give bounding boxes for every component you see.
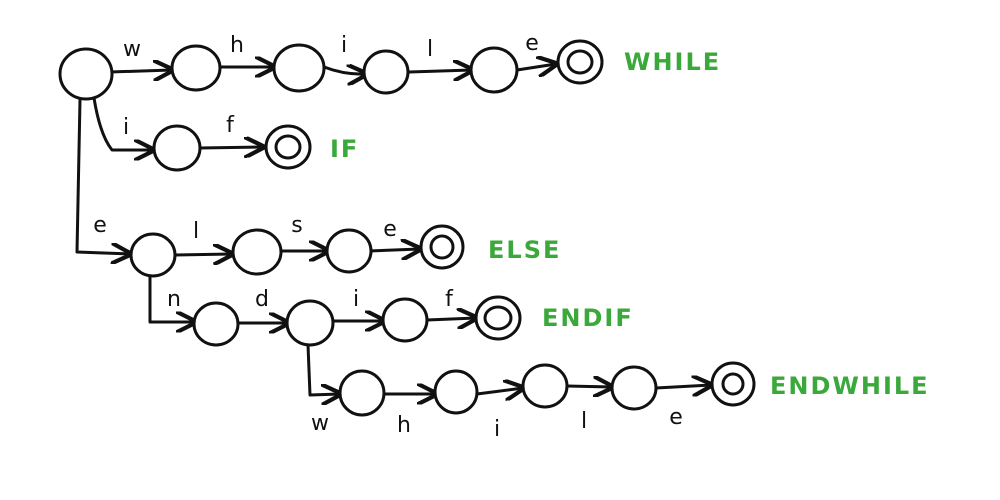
- node-w: [170, 44, 222, 92]
- label-while-e: e: [525, 31, 539, 56]
- token-endif: ENDIF: [542, 304, 634, 332]
- label-while-i: i: [341, 33, 347, 58]
- label-while-w: w: [123, 37, 141, 62]
- label-else-s: s: [291, 213, 302, 238]
- node-whi: [362, 49, 410, 95]
- label-endif-i: i: [353, 287, 359, 312]
- accept-node-endif-inner: [483, 305, 513, 331]
- node-root: [58, 47, 114, 101]
- node-whil: [469, 46, 519, 94]
- label-endif-d: d: [255, 287, 269, 312]
- token-if: IF: [330, 135, 359, 163]
- node-endwhi: [521, 363, 569, 409]
- node-endwh: [433, 369, 479, 415]
- edge-h-i2: [475, 388, 523, 394]
- accept-node-else-inner: [429, 234, 455, 260]
- node-en: [192, 301, 240, 347]
- edge-h-i: [322, 67, 366, 74]
- label-endif-f: f: [445, 287, 454, 312]
- label-else-e2: e: [383, 217, 397, 242]
- edge-root-e: [75, 98, 130, 254]
- token-else: ELSE: [488, 236, 561, 264]
- node-endi: [381, 297, 429, 343]
- label-endwhile-i: i: [494, 417, 500, 442]
- token-endwhile: ENDWHILE: [770, 372, 930, 400]
- edge-i-f2: [425, 318, 476, 320]
- edge-e-n: [148, 274, 195, 322]
- node-els: [325, 228, 373, 274]
- edge-l-e2: [654, 385, 711, 388]
- edge-d-w: [306, 343, 340, 395]
- edge-i-l: [407, 70, 472, 72]
- label-endwhile-h: h: [397, 413, 411, 438]
- edge-l-e: [515, 64, 556, 70]
- edge-i-l2: [565, 386, 612, 387]
- label-endwhile-w: w: [311, 411, 329, 436]
- label-while-h: h: [230, 33, 244, 58]
- edge-i-f: [198, 147, 263, 148]
- node-el: [231, 228, 283, 276]
- edge-root-w: [108, 70, 172, 72]
- node-endwhil: [610, 365, 658, 411]
- label-endwhile-e: e: [669, 405, 683, 430]
- label-if-i: i: [123, 115, 129, 140]
- label-else-e: e: [93, 213, 107, 238]
- edge-s-e: [366, 249, 420, 251]
- label-if-f: f: [226, 113, 235, 138]
- node-endw: [338, 369, 386, 417]
- label-endwhile-l: l: [581, 409, 587, 434]
- accept-node-if-inner: [274, 134, 302, 160]
- node-e: [129, 232, 177, 278]
- edge-e-l: [173, 254, 232, 255]
- token-while: WHILE: [624, 48, 721, 76]
- edge-root-i: [92, 96, 153, 150]
- label-endif-n: n: [167, 287, 181, 312]
- node-end: [285, 299, 335, 347]
- accept-node-endwhile-inner: [721, 372, 745, 396]
- label-else-l: l: [193, 219, 199, 244]
- node-i: [152, 124, 202, 172]
- accept-node-while-inner: [566, 49, 594, 75]
- label-while-l: l: [427, 37, 433, 62]
- node-wh: [272, 43, 326, 93]
